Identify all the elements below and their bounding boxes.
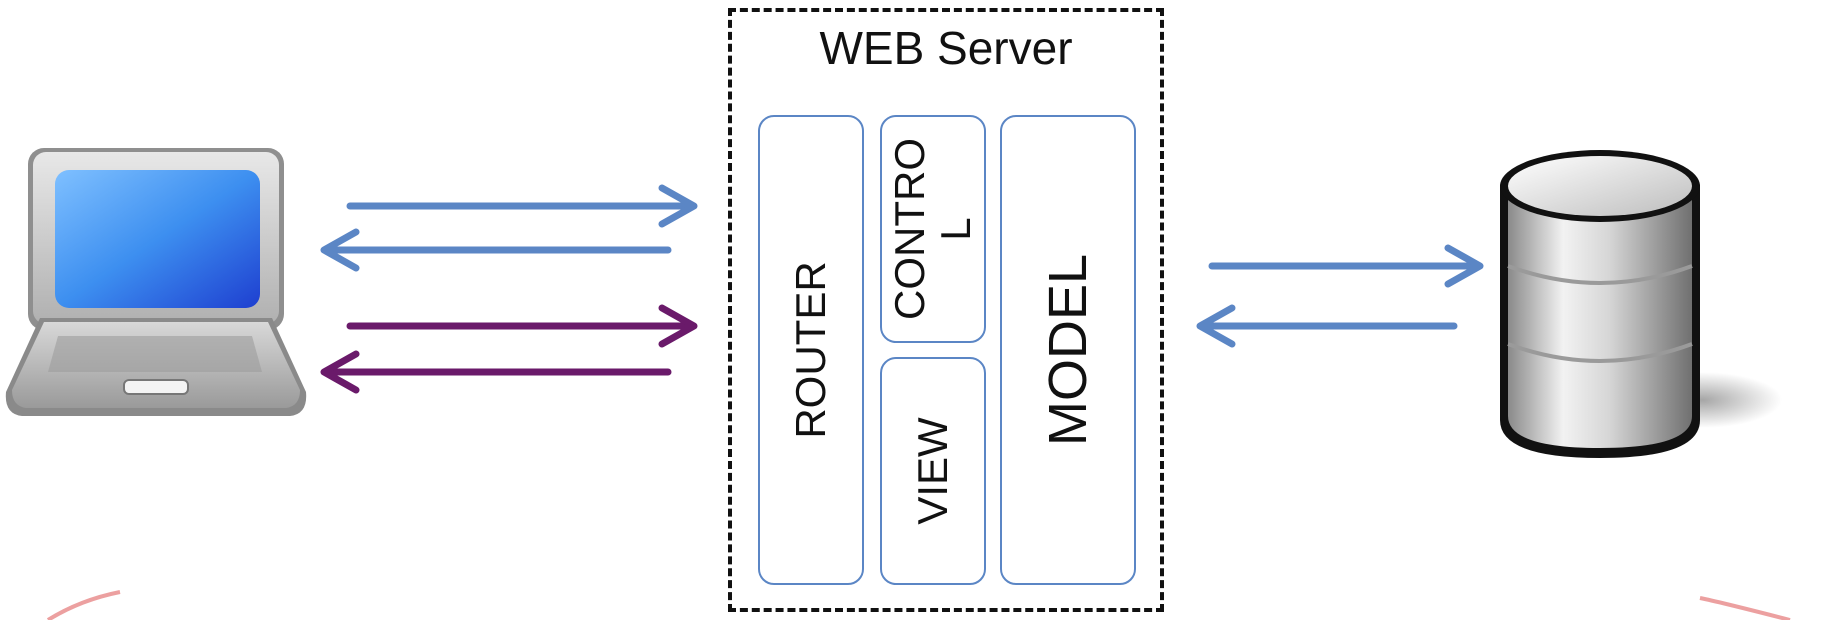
query-arrow [1208, 244, 1484, 288]
web-server-title: WEB Server [819, 22, 1073, 74]
model-label: MODEL [1038, 253, 1098, 447]
request-arrow-1 [346, 184, 698, 228]
router-module: ROUTER [758, 115, 864, 585]
request-arrow-2 [346, 304, 698, 348]
control-label: CONTRO L [886, 138, 979, 320]
response-arrow-2 [320, 350, 672, 394]
corner-decoration-left [46, 590, 121, 620]
view-label: VIEW [909, 417, 956, 525]
model-module: MODEL [1000, 115, 1136, 585]
router-label: ROUTER [787, 261, 834, 439]
result-arrow [1196, 304, 1458, 348]
corner-decoration-right [1699, 596, 1791, 620]
database-icon [1500, 150, 1782, 458]
laptop-icon [5, 148, 307, 416]
response-arrow-1 [320, 228, 672, 272]
control-module: CONTRO L [880, 115, 986, 343]
view-module: VIEW [880, 357, 986, 585]
web-server-box [728, 8, 1164, 612]
